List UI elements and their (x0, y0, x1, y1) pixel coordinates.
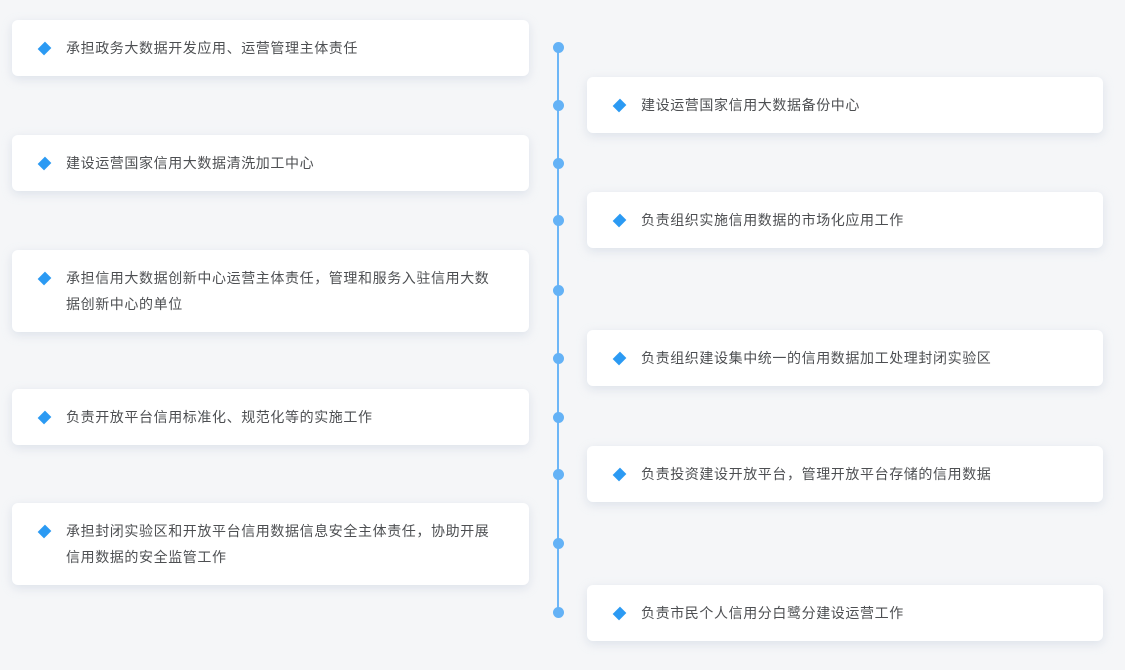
timeline-dot (552, 284, 564, 296)
duty-text: 承担封闭实验区和开放平台信用数据信息安全主体责任，协助开展信用数据的安全监管工作 (66, 523, 490, 565)
duty-card-left-2: 建设运营国家信用大数据清洗加工中心 (12, 135, 529, 191)
duty-card-right-3: 负责组织建设集中统一的信用数据加工处理封闭实验区 (587, 330, 1103, 386)
duty-card-left-5: 承担封闭实验区和开放平台信用数据信息安全主体责任，协助开展信用数据的安全监管工作 (12, 503, 529, 585)
diamond-icon (612, 351, 627, 366)
timeline-line (557, 47, 559, 612)
duty-text: 承担政务大数据开发应用、运营管理主体责任 (66, 40, 358, 56)
timeline-dot (552, 537, 564, 549)
diamond-icon (612, 606, 627, 621)
duty-text: 负责开放平台信用标准化、规范化等的实施工作 (66, 409, 373, 425)
timeline-dot (552, 411, 564, 423)
diamond-icon (612, 467, 627, 482)
timeline-dot (552, 468, 564, 480)
diamond-icon (612, 98, 627, 113)
diamond-icon (37, 156, 52, 171)
diamond-icon (37, 271, 52, 286)
duty-card-left-4: 负责开放平台信用标准化、规范化等的实施工作 (12, 389, 529, 445)
duty-text: 负责投资建设开放平台，管理开放平台存储的信用数据 (641, 466, 992, 482)
timeline-dot (552, 99, 564, 111)
duty-card-right-1: 建设运营国家信用大数据备份中心 (587, 77, 1103, 133)
duty-text: 负责市民个人信用分白鹭分建设运营工作 (641, 605, 904, 621)
duty-card-left-3: 承担信用大数据创新中心运营主体责任，管理和服务入驻信用大数据创新中心的单位 (12, 250, 529, 332)
duty-text: 建设运营国家信用大数据清洗加工中心 (66, 155, 315, 171)
duty-card-left-1: 承担政务大数据开发应用、运营管理主体责任 (12, 20, 529, 76)
diamond-icon (37, 524, 52, 539)
duty-text: 负责组织建设集中统一的信用数据加工处理封闭实验区 (641, 350, 992, 366)
duty-text: 负责组织实施信用数据的市场化应用工作 (641, 212, 904, 228)
diamond-icon (612, 213, 627, 228)
timeline-dot (552, 41, 564, 53)
diamond-icon (37, 41, 52, 56)
duty-card-right-5: 负责市民个人信用分白鹭分建设运营工作 (587, 585, 1103, 641)
timeline-dot (552, 157, 564, 169)
duty-text: 建设运营国家信用大数据备份中心 (641, 97, 860, 113)
diamond-icon (37, 410, 52, 425)
duty-card-right-2: 负责组织实施信用数据的市场化应用工作 (587, 192, 1103, 248)
timeline-dot (552, 606, 564, 618)
duty-text: 承担信用大数据创新中心运营主体责任，管理和服务入驻信用大数据创新中心的单位 (66, 270, 490, 312)
timeline-dot (552, 214, 564, 226)
duty-card-right-4: 负责投资建设开放平台，管理开放平台存储的信用数据 (587, 446, 1103, 502)
timeline-dot (552, 352, 564, 364)
